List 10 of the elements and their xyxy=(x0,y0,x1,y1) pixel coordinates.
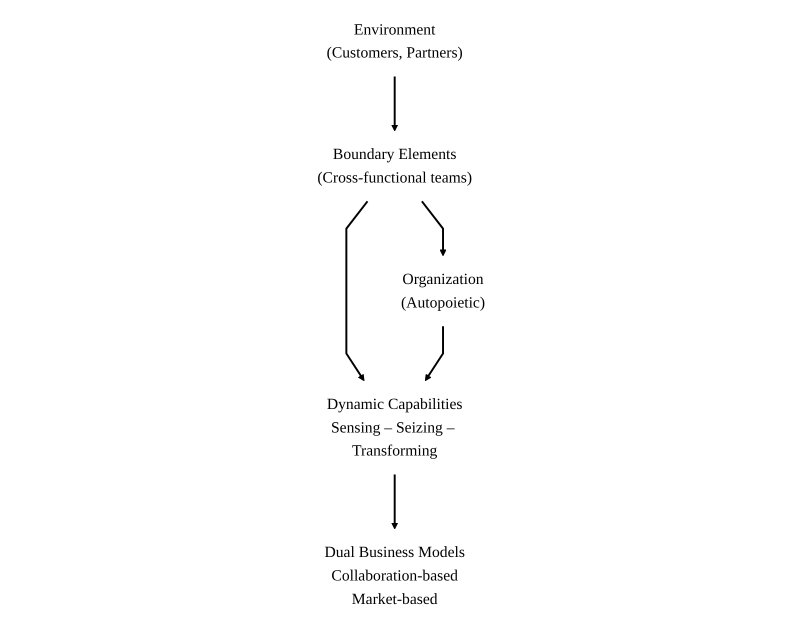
arrow xyxy=(425,326,444,382)
node-text: Dynamic Capabilities Sensing – Seizing – Transforming xyxy=(326,396,463,460)
node-text: Boundary Elements (Cross-functional teams) xyxy=(317,146,472,187)
node-text: Dual Business Models Collaboration-based Market-based xyxy=(324,544,466,608)
arrow xyxy=(391,76,398,132)
node-text: Environment (Customers, Partners) xyxy=(326,21,463,62)
node-text: Organization (Autopoietic) xyxy=(401,270,486,312)
arrow xyxy=(346,200,368,382)
arrow xyxy=(421,200,447,256)
arrow xyxy=(391,474,398,530)
